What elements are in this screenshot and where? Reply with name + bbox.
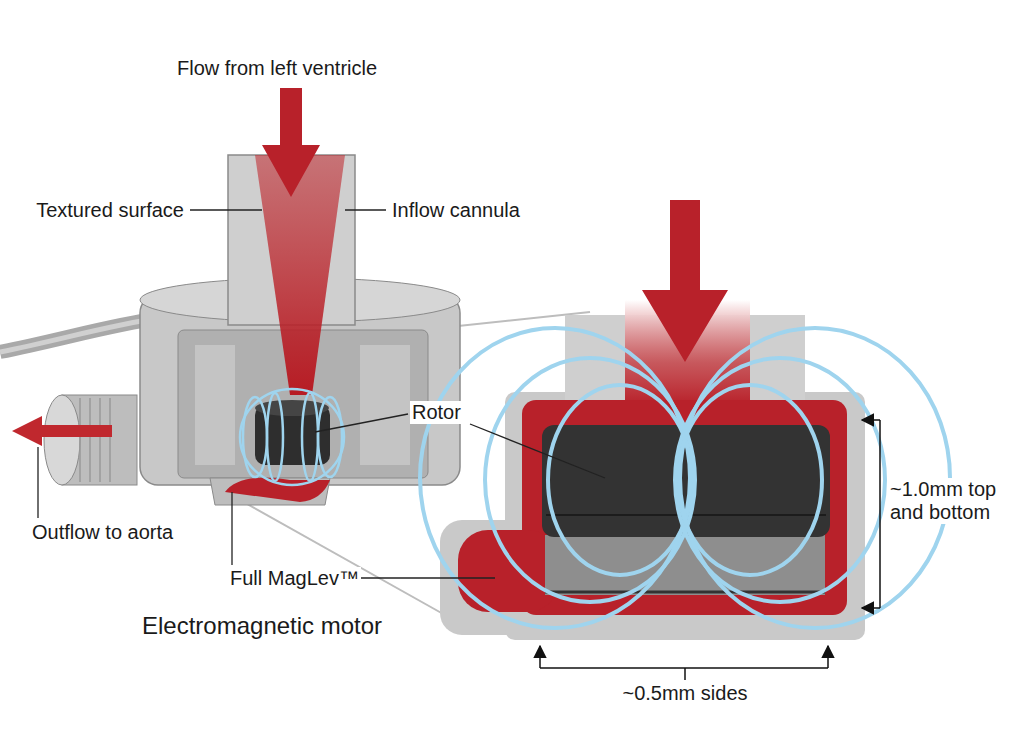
- blood-flow: [255, 155, 345, 395]
- field-lines: [420, 328, 950, 628]
- zoom-line: [240, 500, 445, 615]
- inflow-arrow: [642, 200, 728, 362]
- part-label: ~1.0mm top and bottom: [888, 478, 1020, 524]
- part-label: Flow from left ventricle: [175, 57, 379, 80]
- rotor-gap: [545, 591, 825, 594]
- housing-cutaway: [195, 345, 235, 465]
- cable: [0, 318, 160, 352]
- outflow-ridges: [80, 398, 110, 482]
- inflow-arrow: [262, 88, 320, 197]
- outflow-graft: [44, 395, 80, 485]
- housing-cutaway: [360, 345, 410, 465]
- cable: [0, 318, 160, 352]
- part-label: ~0.5mm sides: [620, 682, 749, 705]
- part-label: Electromagnetic motor: [140, 612, 384, 640]
- outflow-arrow: [12, 416, 112, 446]
- part-label: Textured surface: [34, 199, 186, 222]
- part-label: Full MagLev™: [228, 567, 361, 590]
- dimension-bracket: [540, 420, 880, 680]
- field-lines: [240, 389, 344, 485]
- part-label: Inflow cannula: [390, 199, 522, 222]
- part-label: Outflow to aorta: [30, 521, 175, 544]
- part-label: Rotor: [410, 401, 463, 424]
